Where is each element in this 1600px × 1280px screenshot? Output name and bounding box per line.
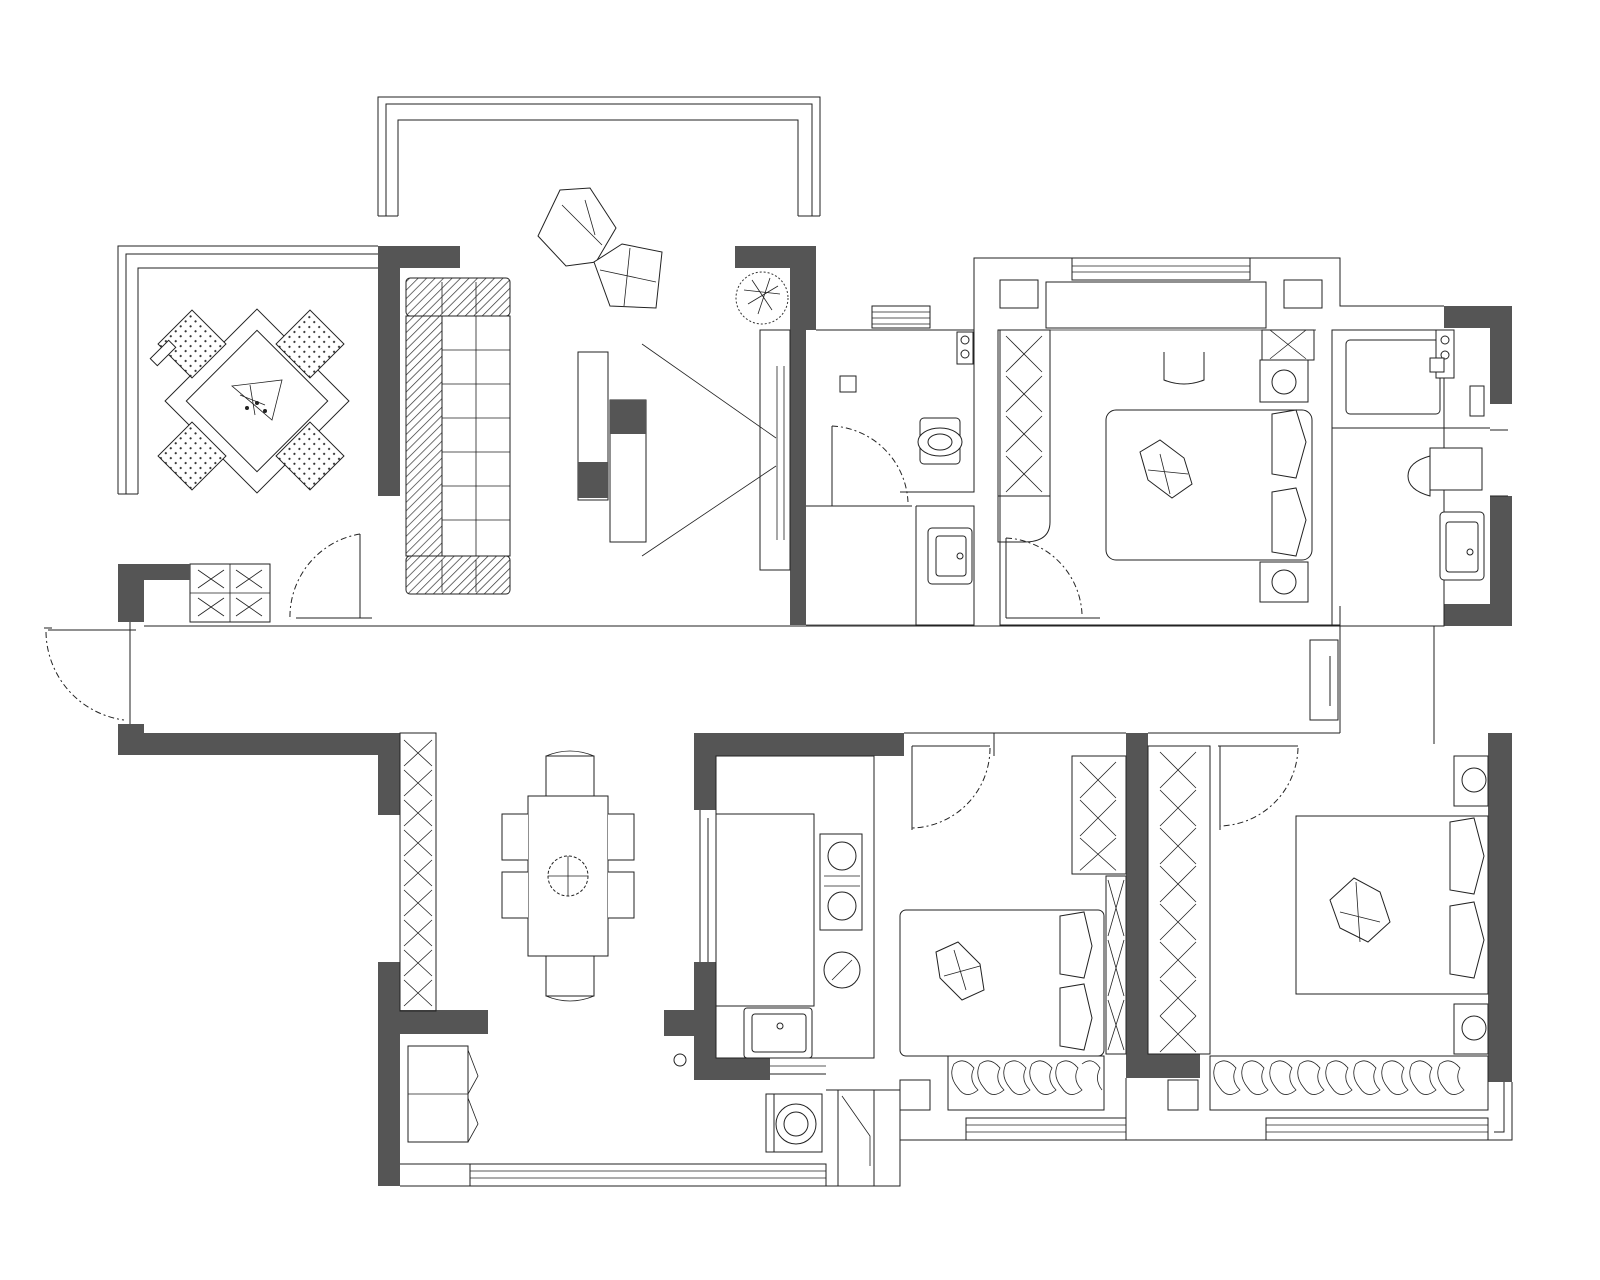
walls — [118, 246, 1512, 1186]
door-swing-icon — [289, 533, 372, 621]
wardrobe-icon — [1147, 745, 1211, 1055]
stove-icon — [823, 951, 861, 989]
door-swing-icon — [911, 745, 991, 830]
sofa-icon — [405, 277, 511, 595]
tea-table-icon — [231, 379, 283, 421]
bedroom-north — [973, 257, 1444, 626]
double-bed-icon — [1295, 755, 1489, 1055]
entrance-corridor — [44, 622, 1435, 744]
wardrobe-icon — [997, 329, 1051, 543]
washing-machine-icon — [765, 1093, 823, 1153]
armchair-icon — [275, 421, 345, 491]
washbasin-icon — [1439, 511, 1485, 581]
door-swing-icon — [806, 425, 912, 507]
door-swing-icon — [1218, 745, 1299, 830]
wardrobe-icon — [189, 563, 271, 623]
double-bed-icon — [899, 909, 1105, 1057]
armchair-icon — [149, 309, 227, 379]
curtain-icon — [1209, 1055, 1489, 1111]
tea-room — [117, 245, 378, 623]
master-bathroom — [1331, 329, 1508, 627]
sink-icon — [743, 1007, 813, 1059]
washbasin-icon — [927, 527, 973, 585]
curtain-icon — [947, 1055, 1105, 1111]
tv-cabinet-icon — [641, 329, 791, 571]
kitchen — [673, 755, 901, 1187]
plant-icon — [735, 271, 789, 325]
armchair-icon — [537, 187, 617, 267]
living-room — [405, 271, 791, 595]
coffee-table-icon — [577, 351, 647, 543]
door-swing-icon — [1005, 537, 1100, 619]
door-swing-icon — [44, 627, 136, 721]
toilet-icon — [917, 417, 963, 465]
master-bedroom — [1126, 732, 1513, 1141]
wardrobe-icon — [403, 739, 433, 1007]
guest-bathroom — [806, 305, 975, 626]
toilet-icon — [1407, 447, 1483, 497]
bedroom-south-small — [899, 732, 1127, 1141]
dining-room — [399, 732, 827, 1187]
armchair-icon — [275, 309, 345, 379]
armchair-icon — [157, 421, 227, 491]
wardrobe-icon — [1071, 755, 1127, 1055]
bathtub-icon — [1345, 329, 1485, 417]
wardrobe-icon — [407, 1045, 479, 1143]
stove-icon — [819, 833, 863, 931]
double-bed-icon — [1105, 329, 1315, 603]
dining-table-icon — [501, 750, 635, 1002]
balcony-north — [377, 96, 821, 309]
armchair-icon — [593, 243, 663, 309]
